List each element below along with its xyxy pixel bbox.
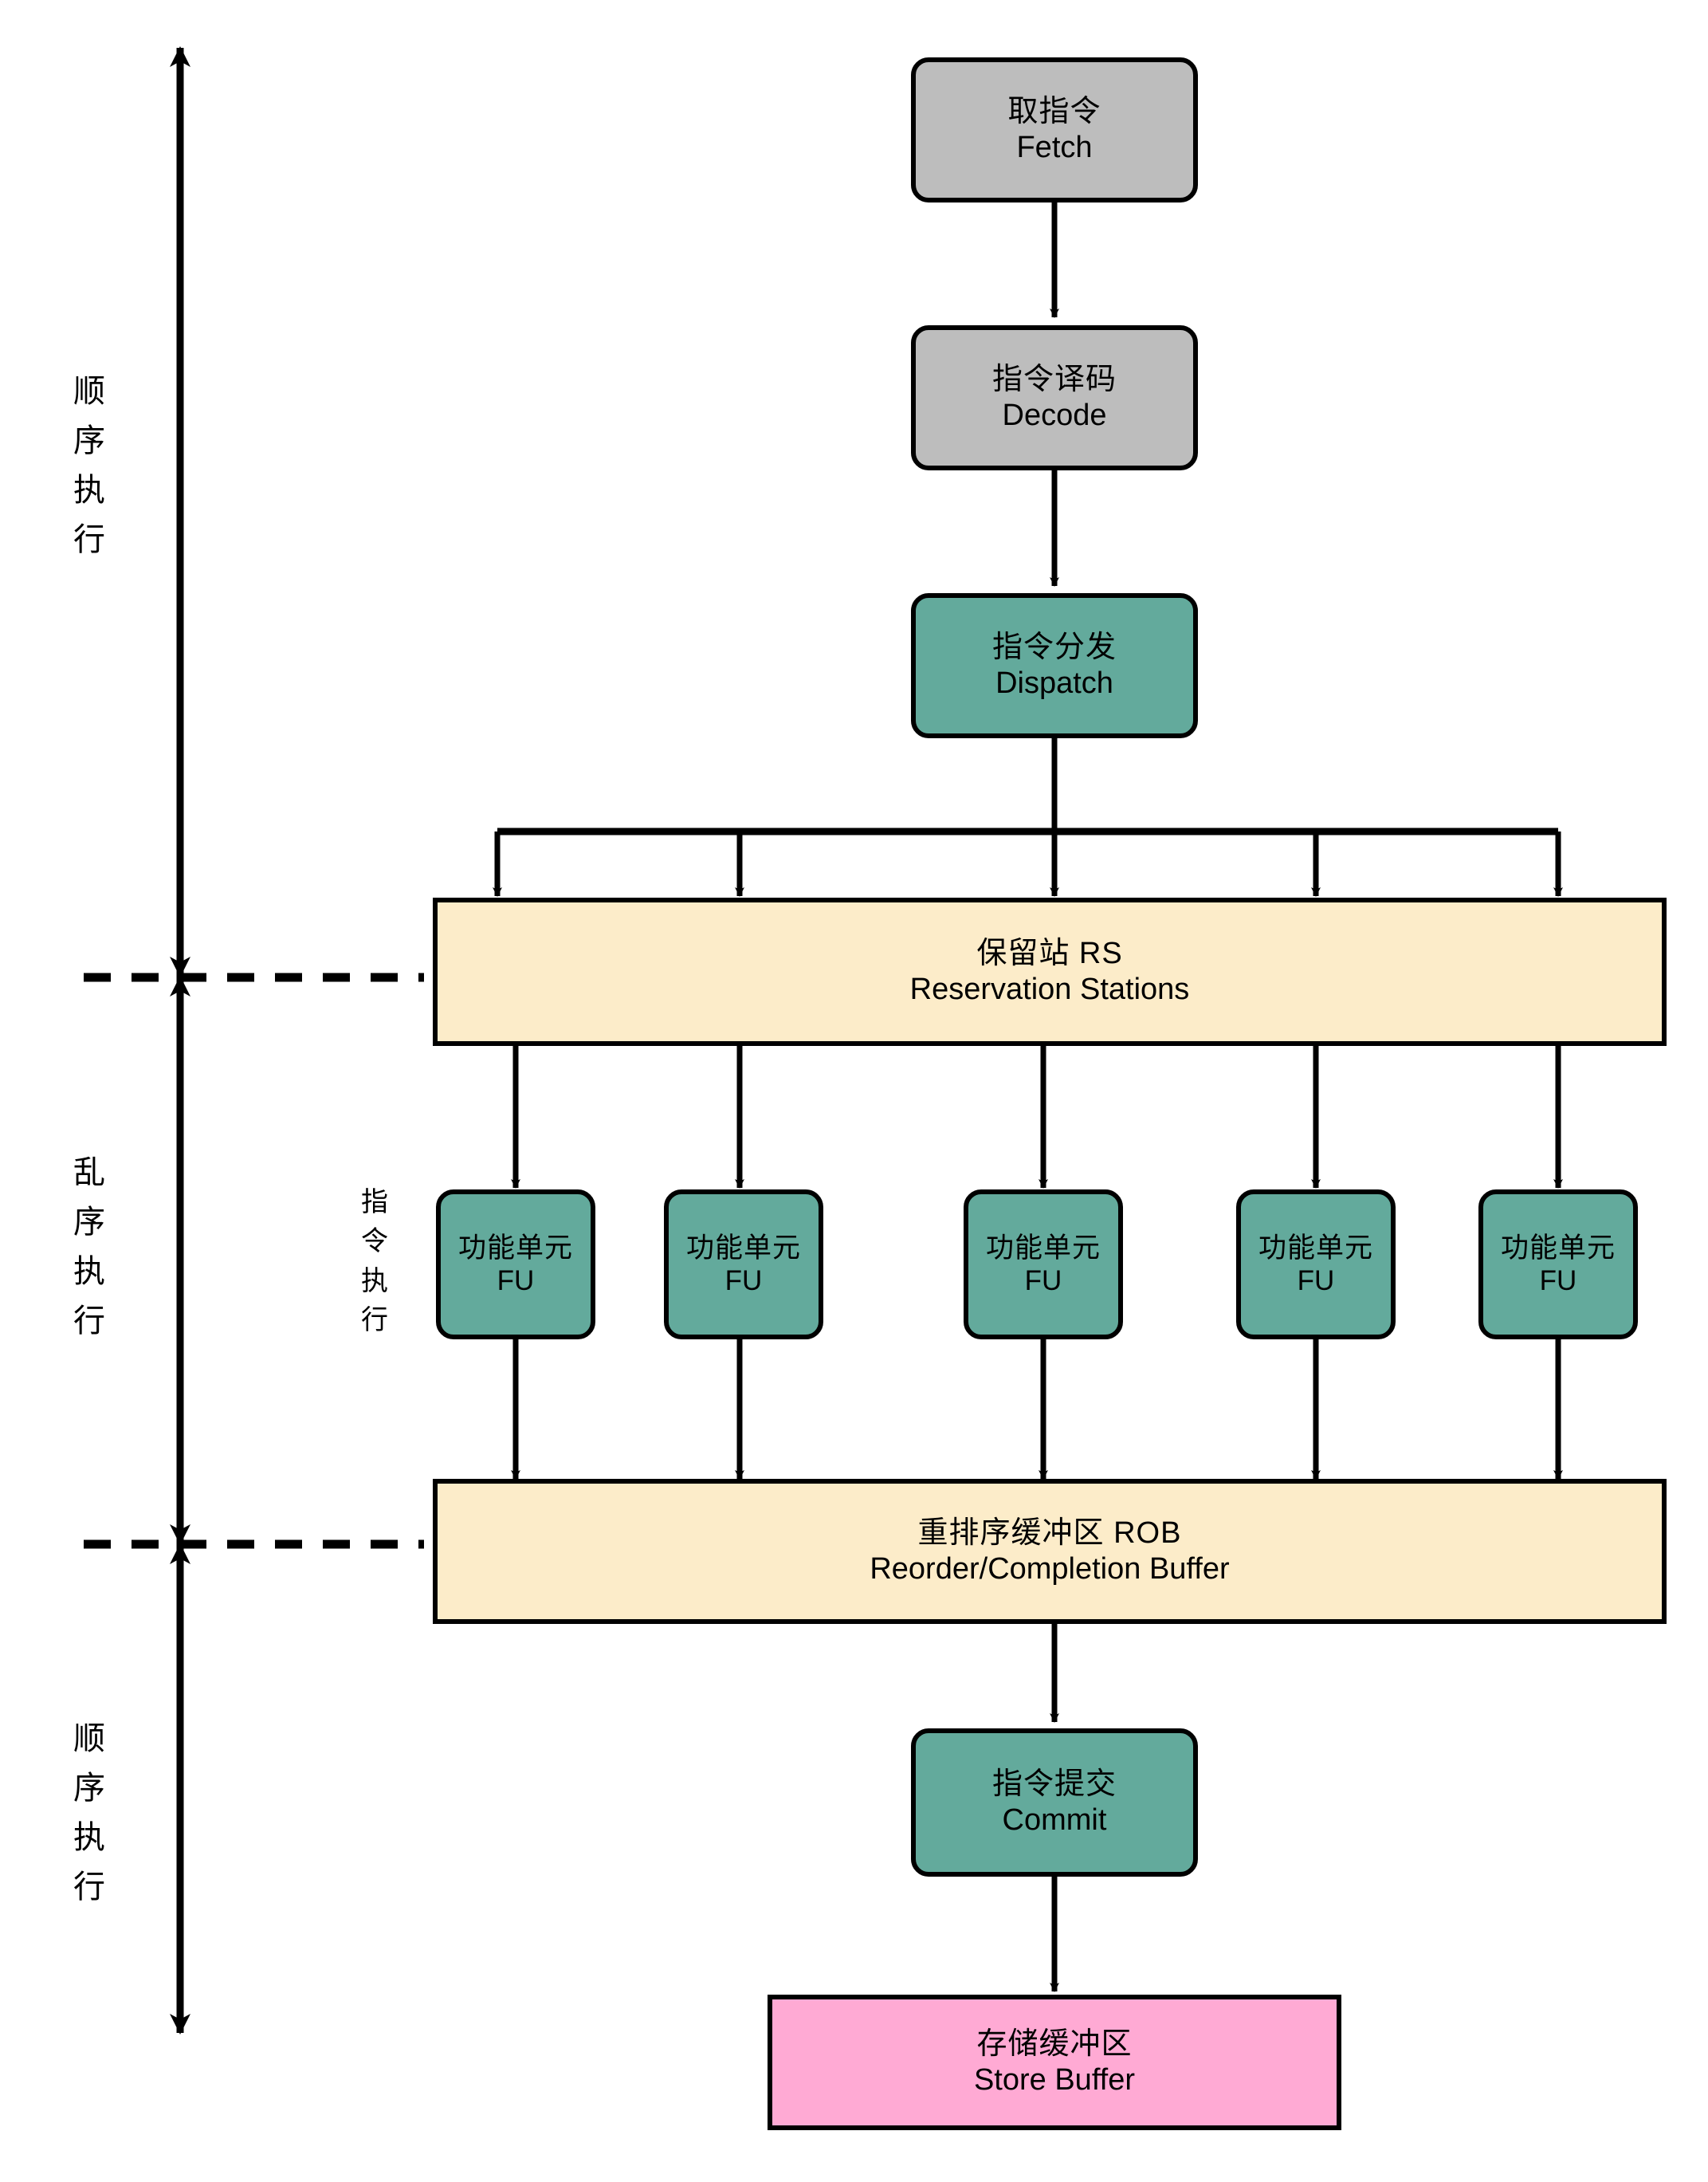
phase-label-char: 行 [73, 1303, 105, 1339]
reservation-stations-label-cn: 保留站 RS [976, 937, 1123, 971]
execution-label: 指 令 执 行 [355, 1183, 394, 1340]
functional-unit-2[interactable]: 功能单元 FU [664, 1189, 823, 1339]
functional-unit-1[interactable]: 功能单元 FU [436, 1189, 595, 1339]
phase-label-char: 乱 [73, 1155, 105, 1190]
stage-commit[interactable]: 指令提交 Commit [911, 1728, 1198, 1877]
stage-fetch-label-cn: 取指令 [1007, 95, 1101, 129]
reorder-buffer-label-cn: 重排序缓冲区 ROB [917, 1516, 1182, 1551]
functional-unit-2-label-en: FU [724, 1265, 763, 1296]
phase-label-char: 序 [73, 423, 105, 458]
functional-unit-3-label-en: FU [1024, 1265, 1062, 1296]
phase-label-char: 行 [73, 522, 105, 557]
reservation-stations-label-en: Reservation Stations [909, 973, 1190, 1006]
functional-unit-5[interactable]: 功能单元 FU [1478, 1189, 1638, 1339]
dispatch-distribution-bus [493, 828, 1563, 897]
execution-label-char: 令 [361, 1226, 388, 1257]
functional-unit-4[interactable]: 功能单元 FU [1236, 1189, 1396, 1339]
stage-dispatch-label-en: Dispatch [995, 666, 1113, 700]
phase-label-in-order-front: 顺 序 执 行 [65, 367, 113, 564]
stage-dispatch[interactable]: 指令分发 Dispatch [911, 593, 1198, 738]
phase-label-char: 顺 [73, 374, 105, 409]
buffer-reorder[interactable]: 重排序缓冲区 ROB Reorder/Completion Buffer [433, 1479, 1667, 1624]
functional-unit-5-label-en: FU [1539, 1265, 1577, 1296]
phase-label-char: 执 [73, 1820, 105, 1855]
stage-decode[interactable]: 指令译码 Decode [911, 325, 1198, 470]
store-buffer-label-en: Store Buffer [973, 2063, 1136, 2097]
buffer-reservation-stations[interactable]: 保留站 RS Reservation Stations [433, 898, 1667, 1046]
stage-fetch-label-en: Fetch [1016, 131, 1093, 164]
functional-unit-1-label-cn: 功能单元 [457, 1232, 573, 1264]
execution-label-char: 指 [361, 1187, 388, 1217]
phase-label-char: 序 [73, 1771, 105, 1806]
stage-fetch[interactable]: 取指令 Fetch [911, 57, 1198, 202]
edges-fu-to-rob [511, 1338, 1563, 1480]
functional-unit-3-label-cn: 功能单元 [985, 1232, 1101, 1264]
functional-unit-4-label-cn: 功能单元 [1258, 1232, 1373, 1264]
execution-label-char: 执 [361, 1265, 388, 1296]
reorder-buffer-label-en: Reorder/Completion Buffer [870, 1552, 1230, 1586]
phase-label-out-of-order: 乱 序 执 行 [65, 1148, 113, 1346]
store-buffer-label-cn: 存储缓冲区 [976, 2027, 1133, 2062]
phase-label-char: 序 [73, 1205, 105, 1240]
stage-decode-label-cn: 指令译码 [991, 363, 1117, 397]
buffer-store[interactable]: 存储缓冲区 Store Buffer [768, 1995, 1341, 2130]
functional-unit-5-label-cn: 功能单元 [1500, 1232, 1616, 1264]
stage-decode-label-en: Decode [1002, 399, 1107, 432]
functional-unit-3[interactable]: 功能单元 FU [964, 1189, 1123, 1339]
functional-unit-2-label-cn: 功能单元 [685, 1232, 801, 1264]
stage-commit-label-cn: 指令提交 [991, 1767, 1117, 1802]
phase-label-char: 顺 [73, 1721, 105, 1756]
functional-unit-4-label-en: FU [1297, 1265, 1335, 1296]
edges-rs-to-fu [511, 1044, 1563, 1189]
phase-label-char: 执 [73, 1254, 105, 1289]
phase-label-char: 行 [73, 1869, 105, 1905]
phase-label-in-order-back: 顺 序 执 行 [65, 1714, 113, 1912]
phase-label-char: 执 [73, 473, 105, 508]
stage-dispatch-label-cn: 指令分发 [991, 631, 1117, 665]
functional-unit-1-label-en: FU [497, 1265, 535, 1296]
execution-label-char: 行 [361, 1304, 388, 1335]
stage-commit-label-en: Commit [1002, 1803, 1107, 1837]
